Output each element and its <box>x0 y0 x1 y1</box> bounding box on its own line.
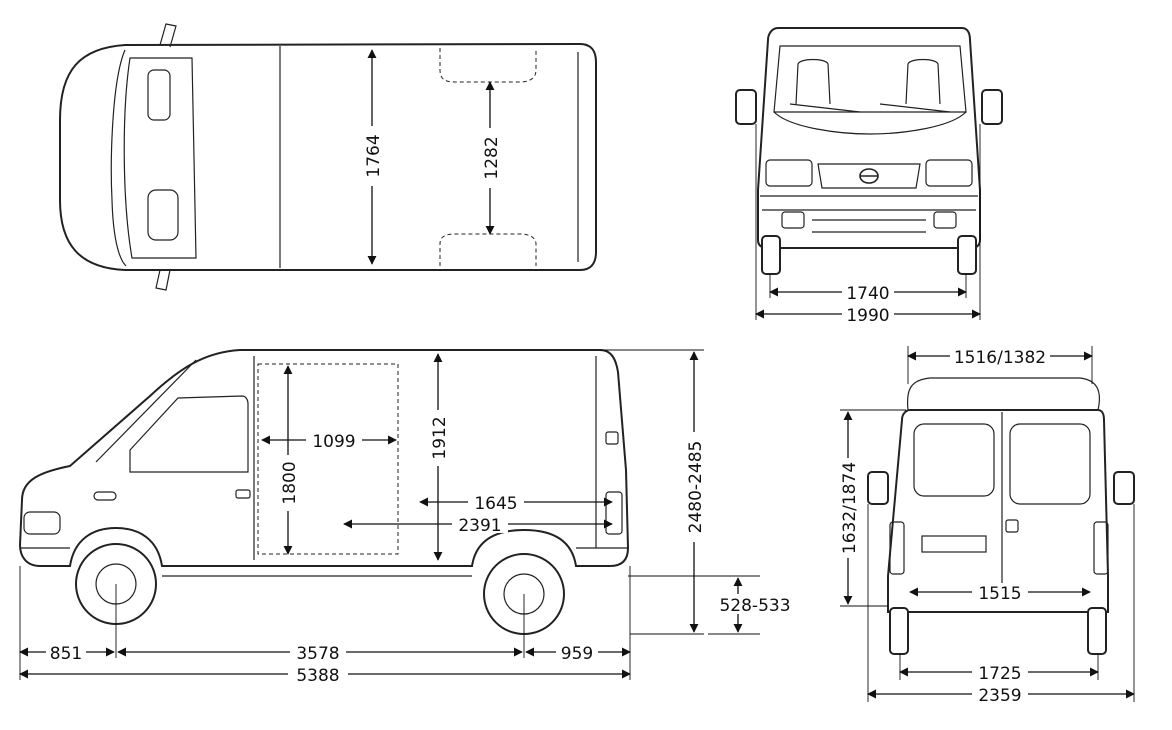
rear-view-window-left <box>913 423 995 497</box>
rear-view-tire-left <box>889 607 909 655</box>
front-view-tire-right <box>957 235 977 275</box>
rear-view-handle <box>1005 519 1019 533</box>
top-view: 1764 1282 <box>59 23 597 291</box>
side-view-taillight <box>605 491 623 535</box>
side-view-fuel-cap <box>93 491 117 501</box>
front-view-mirror-right <box>981 89 1003 125</box>
front-view-foglight-left <box>781 211 805 229</box>
side-view: 1099 1800 1912 1645 2391 2480-2485 528-5… <box>18 349 798 686</box>
rear-width-mirrors-label: 2359 <box>978 686 1021 706</box>
side-view-rear-marker <box>605 431 619 445</box>
rear-view-window-right <box>1009 423 1091 505</box>
front-view-bumper <box>760 195 978 233</box>
rear-view-mirror-right <box>1113 471 1135 505</box>
front-view-tire-left <box>761 235 781 275</box>
rear-view-tire-right <box>1087 607 1107 655</box>
rear-view: 1516/1382 1632/1874 1515 1725 2359 <box>838 346 1135 706</box>
side-view-headlight <box>23 511 61 535</box>
front-view-mirror-left <box>735 89 757 125</box>
front-view-foglight-right <box>933 211 957 229</box>
front-view-hood <box>773 111 967 135</box>
rear-view-mirror-left <box>867 471 889 505</box>
top-view-seat-left <box>147 69 171 121</box>
rear-view-taillight-right <box>1093 521 1109 575</box>
top-width-outer-label: 1764 <box>364 134 384 177</box>
rear-view-plate <box>921 535 987 553</box>
front-track-label: 1740 <box>846 284 889 304</box>
side-view-body <box>18 349 630 567</box>
side-view-cab-window <box>129 395 249 473</box>
cargo-door-height-label: 1800 <box>280 461 300 504</box>
top-view-seat-right <box>147 189 179 241</box>
front-width-label: 1990 <box>846 306 889 326</box>
cargo-door-width-label: 1099 <box>312 432 355 452</box>
front-view-headlight-right <box>925 159 973 187</box>
front-view-grille <box>817 163 921 189</box>
front-view-wiper <box>789 103 951 113</box>
side-view-rocker <box>20 547 628 577</box>
rear-roof-width-label: 1516/1382 <box>954 348 1046 368</box>
front-view-emblem <box>859 168 879 184</box>
rear-track-label: 1725 <box>978 664 1021 684</box>
side-view-door-handle <box>235 489 251 499</box>
cargo-length-lower-label: 2391 <box>458 516 501 536</box>
top-view-body <box>59 42 597 271</box>
rear-inner-width-label: 1515 <box>978 584 1021 604</box>
front-overhang-label: 851 <box>50 644 82 664</box>
front-view-seat-right <box>905 58 941 105</box>
front-view-headlight-left <box>765 159 813 187</box>
top-view-hood-line <box>110 49 127 267</box>
rear-view-roof <box>906 377 1101 411</box>
front-view: 1740 1990 <box>735 27 1003 326</box>
rear-view-body <box>887 409 1109 613</box>
rear-view-taillight-left <box>889 521 905 575</box>
top-view-mirror-top <box>159 23 177 48</box>
cargo-length-upper-label: 1645 <box>474 494 517 514</box>
top-view-mirror-bottom <box>155 269 171 291</box>
floor-height-label: 528-533 <box>719 596 790 616</box>
side-view-sliding-door <box>257 363 399 555</box>
overall-length-label: 5388 <box>296 666 339 686</box>
side-view-windscreen-edge <box>95 359 197 463</box>
cargo-height-label: 1912 <box>430 416 450 459</box>
wheelbase-label: 3578 <box>296 644 339 664</box>
rear-door-height-label: 1632/1874 <box>840 462 860 554</box>
rear-overhang-label: 959 <box>561 644 593 664</box>
front-view-seat-left <box>795 58 831 105</box>
front-view-body <box>757 27 981 249</box>
top-width-inner-label: 1282 <box>482 136 502 179</box>
overall-height-label: 2480-2485 <box>686 441 706 534</box>
top-view-windscreen <box>123 57 197 259</box>
